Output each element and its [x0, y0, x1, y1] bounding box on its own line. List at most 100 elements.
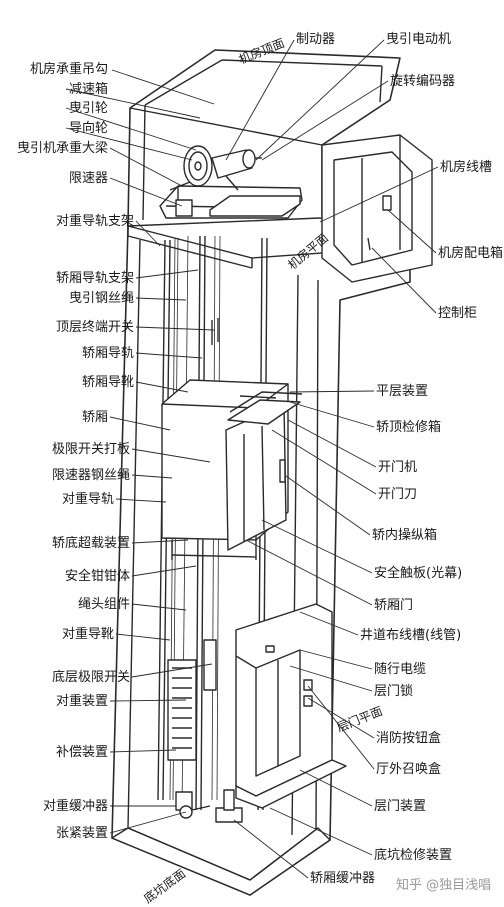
right-leader-8 [288, 420, 376, 467]
label-safety-edge: 安全触板(光幕) [374, 566, 463, 581]
label-door-knife: 开门刀 [378, 487, 418, 502]
label-shaft-cable-trunking: 井道布线槽(线管) [360, 628, 462, 643]
label-rope-head: 绳头组件 [77, 597, 130, 612]
right-leader-1 [256, 40, 384, 160]
left-leader-14 [132, 475, 172, 478]
right-leader-2 [262, 81, 388, 160]
buffers [176, 790, 242, 822]
label-car-guide-shoe: 轿厢导靴 [81, 375, 134, 390]
label-car-control-panel: 轿内操纵箱 [372, 528, 438, 543]
label-cwt-guide-rail: 对重导轨 [61, 492, 114, 507]
label-counterweight: 对重装置 [55, 694, 108, 709]
watermark: 知乎 @独目浅唱 [396, 878, 492, 893]
right-leader-10 [286, 476, 370, 535]
label-guide-wheel: 导向轮 [68, 121, 108, 136]
right-leader-5 [372, 248, 436, 313]
right-leader-9 [272, 430, 376, 494]
left-leader-15 [116, 499, 166, 502]
label-cwt-rail-bracket: 对重导轨支架 [55, 214, 134, 229]
control-cabinet-shape [322, 135, 432, 282]
label-governor-rope: 限速器钢丝绳 [51, 468, 130, 483]
label-bottom-limit-switch: 底层极限开关 [51, 670, 130, 685]
label-machine-room-trunking: 机房线槽 [440, 160, 493, 175]
left-leader-22 [110, 750, 176, 752]
right-leader-19 [270, 808, 372, 855]
left-leader-16 [132, 540, 188, 543]
right-leader-15 [290, 666, 372, 691]
right-leader-12 [246, 540, 372, 605]
left-leader-19 [116, 634, 170, 640]
landing-door-shape [236, 604, 346, 808]
label-traction-beam: 曳引机承重大梁 [16, 141, 108, 156]
label-traveling-cable: 随行电缆 [374, 662, 427, 677]
right-leader-14 [300, 650, 372, 669]
label-cwt-buffer: 对重缓冲器 [42, 799, 108, 814]
left-leader-21 [110, 700, 186, 701]
left-leader-8 [136, 298, 186, 300]
label-car-door: 轿厢门 [374, 598, 414, 613]
label-brake: 制动器 [296, 32, 336, 47]
left-leader-17 [132, 566, 196, 576]
left-leader-5 [110, 178, 182, 206]
traction-machine [160, 146, 302, 218]
label-top-terminal-switch: 顶层终端开关 [55, 320, 134, 335]
left-leader-2 [66, 108, 196, 150]
label-car-guide-rail: 轿厢导轨 [81, 346, 134, 361]
left-leader-3 [66, 128, 192, 160]
left-leader-10 [136, 353, 202, 358]
left-leader-18 [132, 604, 186, 610]
left-leader-11 [136, 382, 188, 392]
label-cwt-guide-shoe: 对重导靴 [61, 627, 114, 642]
label-rotary-encoder: 旋转编码器 [390, 74, 456, 89]
right-leader-3 [320, 167, 438, 222]
label-machine-room-hook: 机房承重吊勾 [29, 62, 108, 77]
left-leader-0 [112, 70, 214, 104]
leader-lines-right [226, 40, 438, 878]
left-leader-20 [132, 664, 212, 677]
label-car-rail-bracket: 轿厢导轨支架 [55, 271, 134, 286]
label-car-buffer: 轿厢缓冲器 [310, 871, 376, 886]
label-landing-door-lock: 层门锁 [374, 684, 414, 699]
right-leader-20 [234, 820, 308, 878]
label-compensation: 补偿装置 [55, 745, 108, 760]
left-leader-4 [110, 148, 182, 186]
right-leader-18 [300, 770, 372, 806]
label-fire-button-box: 消防按钮盒 [376, 731, 442, 746]
label-car-top-inspection-box: 轿顶检修箱 [376, 420, 442, 435]
car-body [162, 380, 302, 560]
label-overload-device: 轿底超载装置 [51, 536, 130, 551]
right-leader-16 [308, 698, 374, 738]
label-control-cabinet: 控制柜 [438, 306, 478, 321]
label-traction-sheave: 曳引轮 [68, 101, 108, 116]
label-speed-limiter: 限速器 [68, 171, 108, 186]
leader-lines-left [66, 70, 214, 833]
right-leader-4 [388, 210, 436, 253]
label-safety-gear: 安全钳钳体 [64, 569, 130, 584]
label-pit-inspection-device: 底坑检修装置 [374, 848, 453, 863]
left-leader-6 [136, 221, 160, 246]
right-leader-17 [308, 686, 374, 769]
label-door-operator: 开门机 [378, 460, 418, 475]
right-leader-11 [262, 520, 372, 573]
left-leader-12 [110, 417, 170, 430]
label-tension-device: 张紧装置 [55, 826, 108, 841]
label-machine-room-power-box: 机房配电箱 [438, 246, 504, 261]
left-leader-7 [136, 270, 198, 278]
left-leader-9 [136, 327, 214, 330]
label-car: 轿厢 [81, 410, 108, 425]
label-landing-door-device: 层门装置 [374, 799, 427, 814]
left-leader-24 [110, 812, 186, 833]
right-leader-7 [290, 402, 374, 427]
label-leveling-device: 平层装置 [376, 384, 429, 399]
label-hall-call-box: 厅外召唤盒 [376, 762, 442, 777]
label-limit-switch-plate: 极限开关打板 [51, 442, 130, 457]
shaft-structure [112, 50, 410, 895]
left-leader-1 [66, 89, 200, 118]
label-traction-motor: 曳引电动机 [386, 32, 452, 47]
right-leader-13 [300, 612, 358, 635]
right-leader-6 [290, 391, 374, 392]
label-reducer-box: 减速箱 [68, 82, 108, 97]
left-leader-13 [132, 449, 210, 462]
right-leader-0 [226, 40, 294, 160]
